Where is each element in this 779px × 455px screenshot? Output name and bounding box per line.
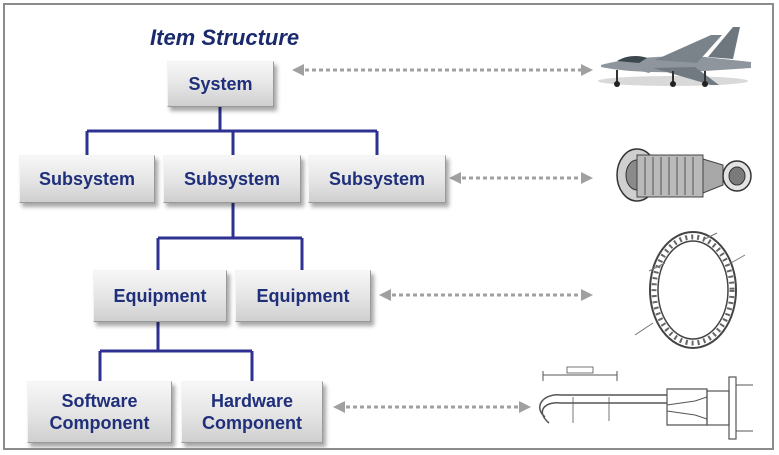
subsystem-box-3: Subsystem — [308, 155, 446, 203]
hardware-component-box: Hardware Component — [181, 381, 323, 443]
subsystem-box-1: Subsystem — [19, 155, 155, 203]
system-label: System — [188, 73, 253, 94]
equipment-box-2: Equipment — [235, 270, 371, 322]
diagram-title: Item Structure — [150, 25, 300, 50]
hardware-label-line1: Hardware — [210, 390, 294, 411]
equipment-box-1: Equipment — [93, 270, 227, 322]
technical-drawing-image — [539, 366, 753, 440]
software-label-line1: Software — [61, 390, 138, 411]
hardware-label-line2: Component — [202, 413, 302, 433]
diagram-frame: Item Structure — [3, 3, 774, 450]
engine-ring-image — [634, 231, 746, 349]
tree-connectors — [85, 107, 379, 381]
subsystem-box-2: Subsystem — [163, 155, 301, 203]
fighter-jet-image — [598, 27, 751, 87]
connector-system-subsystems — [85, 107, 379, 155]
diagram-graphics — [85, 27, 753, 440]
connector-equipment-components — [98, 317, 254, 381]
connector-subsystem-equipment — [156, 203, 304, 270]
subsystem-label-3: Subsystem — [328, 168, 426, 189]
jet-engine-image — [616, 148, 752, 202]
system-box: System — [167, 61, 274, 107]
software-component-box: Software Component — [27, 381, 172, 443]
equipment-label-1: Equipment — [113, 285, 207, 306]
subsystem-label-1: Subsystem — [38, 168, 136, 189]
equipment-label-2: Equipment — [256, 285, 350, 306]
software-label-line2: Component — [49, 413, 150, 433]
subsystem-label-2: Subsystem — [183, 168, 281, 189]
